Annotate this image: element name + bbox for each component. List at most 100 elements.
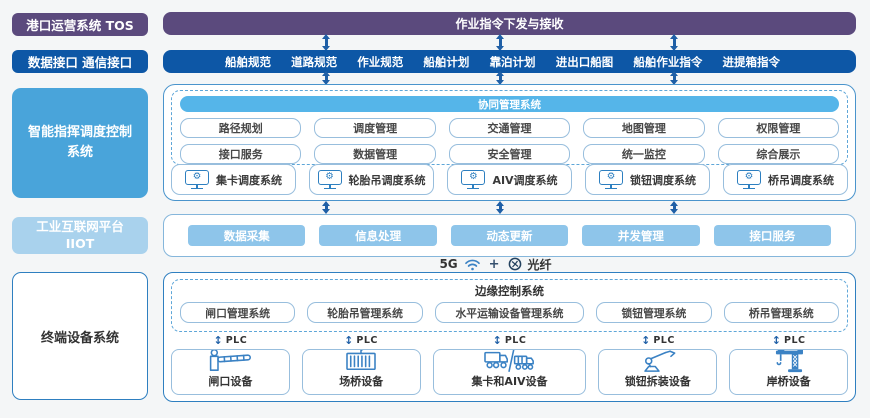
cms-module: 综合展示 [717,144,840,164]
monitor-gear-icon: ⚙ [185,169,209,190]
updown-arrow-icon: ↕ [492,334,502,347]
iiot-function: 并发管理 [582,225,700,246]
edge-system: 轮胎吊管理系统 [307,302,423,323]
cms-module: 数据管理 [314,144,436,164]
double-arrow-icon [670,71,679,85]
data-interface-label: 数据接口 通信接口 [12,50,148,73]
plc-link: ↕PLC [171,333,290,348]
edge-system: 锁钮管理系统 [596,302,712,323]
device-box: 岸桥设备 [729,349,849,395]
interface-item: 靠泊计划 [489,54,536,69]
iiot-function: 数据采集 [188,225,306,246]
yard-crane-container-icon [344,350,378,373]
edge-system: 闸口管理系统 [180,302,296,323]
system-box: ⚙ AIV调度系统 [447,164,572,195]
iiot-function: 动态更新 [450,225,569,246]
double-arrow-icon [496,71,505,85]
double-arrow-icon [670,201,679,214]
truck-and-aiv-icon [483,350,537,373]
cms-title: 协同管理系统 [180,96,839,112]
device-label: 场桥设备 [339,375,384,388]
device-box: 场桥设备 [301,349,421,395]
cms-module: 调度管理 [314,118,436,138]
quay-crane-icon [773,350,805,373]
monitor-gear-icon: ⚙ [599,169,623,190]
system-label: 轮胎吊调度系统 [348,173,426,187]
fiber-label: 光纤 [527,257,552,272]
fiber-globe-icon [508,257,521,271]
edge-control-box: 边缘控制系统 闸口管理系统 轮胎吊管理系统 水平运输设备管理系统 锁钮管理系统 … [171,279,848,332]
cms-module: 统一监控 [583,144,705,164]
double-arrow-icon [322,34,331,51]
double-arrow-icon [670,34,679,51]
monitor-gear-icon: ⚙ [737,169,761,190]
system-label: 桥吊调度系统 [768,173,834,187]
updown-arrow-icon: ↕ [771,334,781,347]
collaborative-management-box: 协同管理系统 路径规划 调度管理 交通管理 地图管理 权限管理 接口服务 数据管… [171,90,848,165]
system-box: ⚙ 轮胎吊调度系统 [309,164,434,195]
plus-sign: + [488,256,500,272]
double-arrow-icon [322,201,331,214]
plc-label: PLC [653,335,675,346]
device-label: 闸口设备 [208,375,253,388]
5g-label: 5G [439,257,458,271]
edge-title: 边缘控制系统 [475,284,544,298]
cms-module: 交通管理 [448,118,571,138]
device-box: 闸口设备 [171,349,290,395]
device-label: 集卡和AIV设备 [471,375,548,388]
device-box: 锁钮拆装设备 [598,349,718,395]
iiot-function: 信息处理 [319,225,437,246]
system-box: ⚙ 锁钮调度系统 [585,164,710,195]
wifi-icon [464,259,480,270]
plc-label: PLC [504,335,527,346]
terminal-container: 边缘控制系统 闸口管理系统 轮胎吊管理系统 水平运输设备管理系统 锁钮管理系统 … [163,272,856,402]
plc-label: PLC [225,335,248,346]
interface-item: 进出口船图 [555,54,614,69]
interface-item: 船舶计划 [423,54,470,69]
monitor-gear-icon: ⚙ [461,169,486,190]
interface-item: 船舶作业指令 [633,54,703,69]
dispatch-container: 协同管理系统 路径规划 调度管理 交通管理 地图管理 权限管理 接口服务 数据管… [163,84,856,201]
interface-items-bar: 船舶规范 道路规范 作业规范 船舶计划 靠泊计划 进出口船图 船舶作业指令 进提… [163,50,856,73]
cms-module: 地图管理 [583,118,705,138]
plc-link: ↕PLC [302,333,421,348]
interface-item: 船舶规范 [225,54,271,69]
interface-item: 作业规范 [357,54,404,69]
plc-link: ↕PLC [729,333,848,348]
system-label: 集卡调度系统 [216,173,282,187]
edge-system: 水平运输设备管理系统 [434,302,585,323]
plc-link: ↕PLC [599,333,718,348]
iiot-platform-label: 工业互联网平台 IIOT [12,217,148,254]
iiot-container: 数据采集 信息处理 动态更新 并发管理 接口服务 [163,214,856,257]
tos-system-label: 港口运营系统 TOS [12,13,148,36]
double-arrow-icon [496,201,505,214]
updown-arrow-icon: ↕ [344,334,354,347]
edge-system: 桥吊管理系统 [723,302,839,323]
terminal-equipment-label: 终端设备系统 [12,272,148,400]
double-arrow-icon [496,34,505,51]
plc-label: PLC [356,335,378,346]
robot-arm-icon [639,350,677,373]
system-box: ⚙ 集卡调度系统 [171,164,296,195]
system-label: 锁钮调度系统 [630,173,696,187]
system-box: ⚙ 桥吊调度系统 [723,164,848,195]
network-link-row: 5G + 光纤 [149,256,842,272]
iiot-function: 接口服务 [713,225,832,246]
system-label: AIV调度系统 [492,173,558,187]
command-bar: 作业指令下发与接收 [163,12,856,35]
device-label: 岸桥设备 [766,375,811,388]
cms-module: 安全管理 [448,144,571,164]
interface-item: 道路规范 [291,54,338,69]
device-label: 锁钮拆装设备 [624,375,691,388]
plc-label: PLC [783,335,806,346]
cms-module: 权限管理 [717,118,840,138]
dispatch-control-system-label: 智能指挥调度控制系统 [12,88,148,198]
updown-arrow-icon: ↕ [213,334,223,347]
gate-barrier-icon [206,350,254,373]
interface-item: 进提箱指令 [722,54,780,69]
device-box: 集卡和AIV设备 [432,349,587,395]
updown-arrow-icon: ↕ [641,334,651,347]
monitor-gear-icon: ⚙ [317,169,342,190]
double-arrow-icon [322,71,331,85]
